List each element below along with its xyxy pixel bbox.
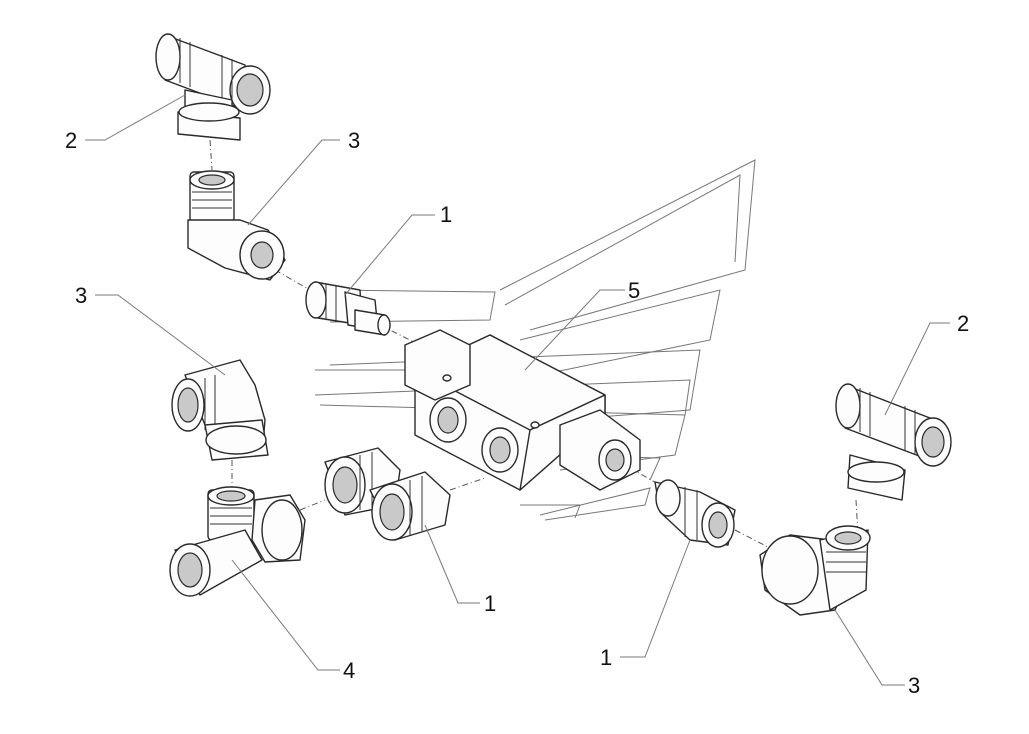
callout-2-right: 2	[957, 311, 969, 336]
callout-3-bottom-right: 3	[908, 673, 920, 698]
callout-1-top: 1	[440, 202, 452, 227]
straight-adapter-part-1-bottom-right	[654, 479, 736, 548]
callout-1-bottom-center: 1	[484, 591, 496, 616]
assembly-centerlines	[209, 139, 859, 549]
callout-5: 5	[628, 278, 640, 303]
callout-4: 4	[343, 658, 355, 683]
callout-3-top: 3	[348, 128, 360, 153]
callout-1-bottom-right: 1	[600, 645, 612, 670]
valve-block-part-5	[404, 329, 641, 491]
leader-lines	[85, 94, 950, 686]
elbow-fitting-part-3-left	[171, 359, 269, 461]
tee-fitting-part-4	[169, 486, 306, 597]
tee-fitting-part-2-top-left	[155, 33, 271, 141]
elbow-fitting-part-3-top	[187, 170, 286, 281]
callout-2-top-left: 2	[65, 128, 77, 153]
callout-3-left: 3	[75, 283, 87, 308]
callout-labels: 2 3 1 5 3 2 1 4 1 3	[65, 128, 969, 698]
tee-fitting-part-2-right	[835, 383, 952, 501]
elbow-fitting-part-3-bottom-right	[759, 525, 871, 616]
straight-adapter-part-1-bottom-center	[324, 447, 451, 541]
straight-adapter-part-1-top	[305, 281, 391, 336]
